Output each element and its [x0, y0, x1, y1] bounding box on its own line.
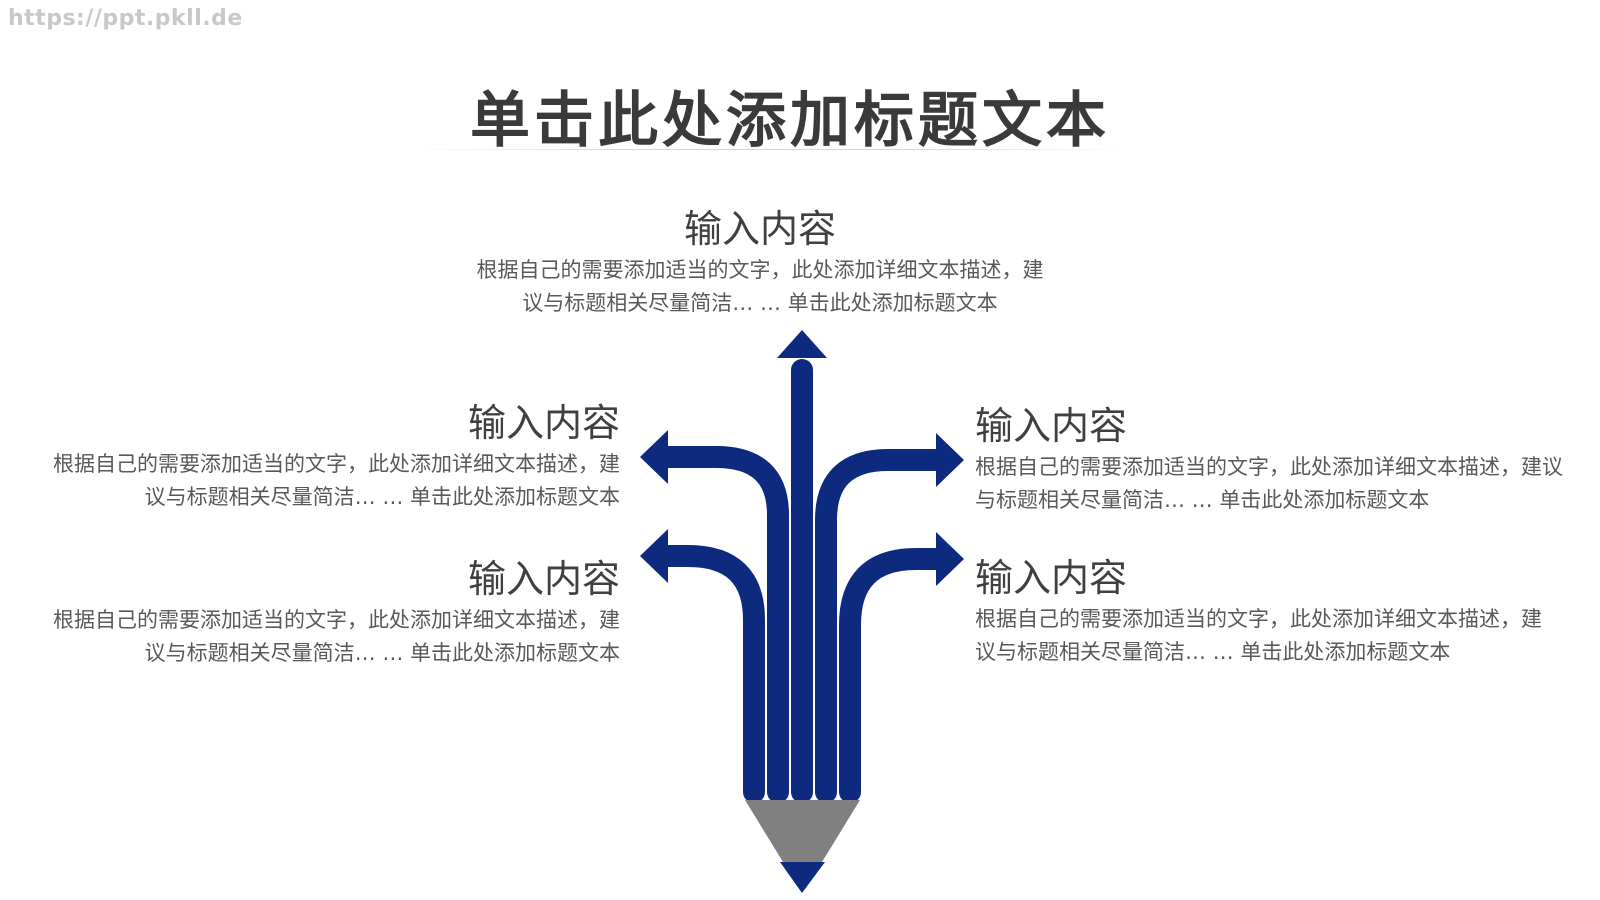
- block-heading[interactable]: 输入内容: [975, 404, 1128, 448]
- pencil-shaft: [745, 800, 860, 862]
- arrow-strand-lower-left: [655, 545, 765, 803]
- block-body[interactable]: 根据自己的需要添加适当的文字，此处添加详细文本描述，建议与标题相关尽量简洁… ……: [975, 455, 1563, 512]
- arrow-strand-upper-right: [815, 449, 949, 803]
- slide-title[interactable]: 单击此处添加标题文本: [470, 86, 1110, 156]
- content-block-top: 输入内容 根据自己的需要添加适当的文字，此处添加详细文本描述，建议与标题相关尽量…: [470, 206, 1050, 320]
- arrow-strand-upper-left: [655, 446, 789, 803]
- block-body[interactable]: 根据自己的需要添加适当的文字，此处添加详细文本描述，建议与标题相关尽量简洁… ……: [53, 452, 620, 509]
- arrowhead-top: [777, 330, 827, 358]
- content-block-right-upper: 输入内容 根据自己的需要添加适当的文字，此处添加详细文本描述，建议与标题相关尽量…: [975, 403, 1575, 517]
- block-heading[interactable]: 输入内容: [467, 557, 620, 601]
- block-heading[interactable]: 输入内容: [975, 556, 1128, 600]
- arrowhead-lower-right: [936, 532, 964, 586]
- arrowhead-upper-left: [640, 430, 668, 484]
- pencil-tip: [780, 862, 825, 893]
- arrow-strand-lower-right: [839, 548, 949, 803]
- content-block-left-lower: 输入内容 根据自己的需要添加适当的文字，此处添加详细文本描述，建议与标题相关尽量…: [50, 556, 620, 670]
- content-block-left-upper: 输入内容 根据自己的需要添加适当的文字，此处添加详细文本描述，建议与标题相关尽量…: [50, 400, 620, 514]
- block-body[interactable]: 根据自己的需要添加适当的文字，此处添加详细文本描述，建议与标题相关尽量简洁… ……: [476, 258, 1044, 315]
- block-heading[interactable]: 输入内容: [683, 207, 836, 251]
- block-body[interactable]: 根据自己的需要添加适当的文字，此处添加详细文本描述，建议与标题相关尽量简洁… ……: [975, 607, 1542, 664]
- arrowhead-lower-left: [640, 529, 668, 583]
- block-body[interactable]: 根据自己的需要添加适当的文字，此处添加详细文本描述，建议与标题相关尽量简洁… ……: [53, 608, 620, 665]
- arrowhead-upper-right: [936, 433, 964, 487]
- title-underline: [410, 149, 1130, 150]
- block-heading[interactable]: 输入内容: [467, 401, 620, 445]
- watermark-url: https://ppt.pkll.de: [8, 6, 243, 31]
- content-block-right-lower: 输入内容 根据自己的需要添加适当的文字，此处添加详细文本描述，建议与标题相关尽量…: [975, 555, 1545, 669]
